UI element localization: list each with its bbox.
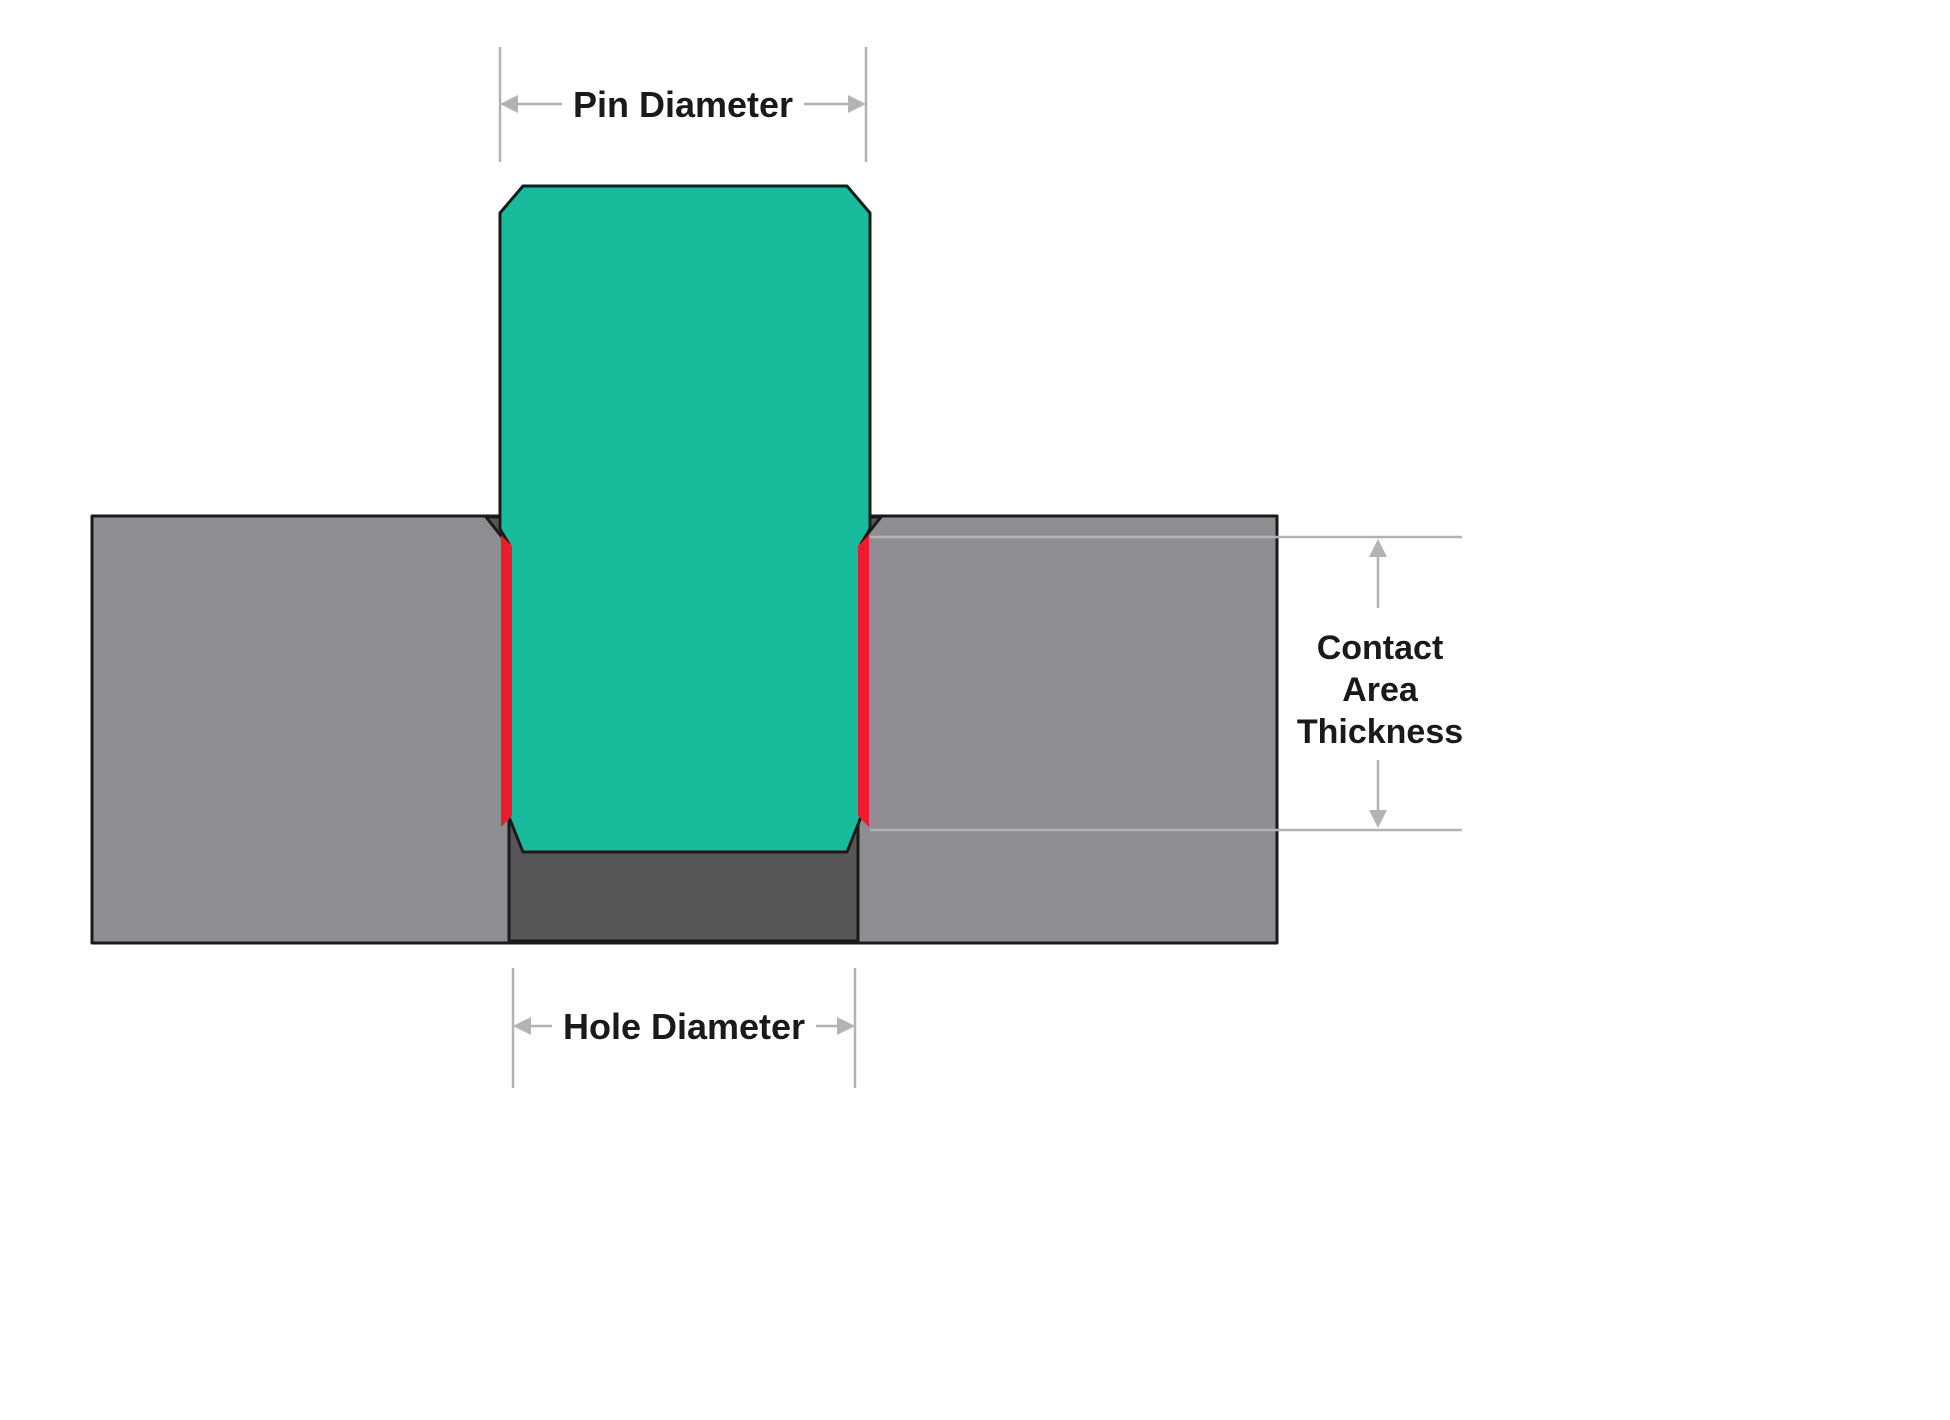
contact-area-label-line1: Contact [1317,629,1444,667]
pin-shape [498,184,872,854]
contact-dim-arrowhead-down [1369,810,1387,828]
hole-dim-arrowhead-left [513,1017,531,1035]
pin-diameter-label: Pin Diameter [573,84,793,125]
pin-dim-arrowhead-right [848,95,866,113]
contact-strip-left [501,535,512,827]
hole-dim-arrowhead-right [837,1017,855,1035]
contact-area-label-line2: Area [1342,671,1419,709]
contact-dim-arrowhead-up [1369,539,1387,557]
contact-area-label-line3: Thickness [1297,713,1463,751]
contact-strip-right [858,535,869,827]
pin-dim-arrowhead-left [500,95,518,113]
hole-diameter-label: Hole Diameter [563,1006,805,1047]
